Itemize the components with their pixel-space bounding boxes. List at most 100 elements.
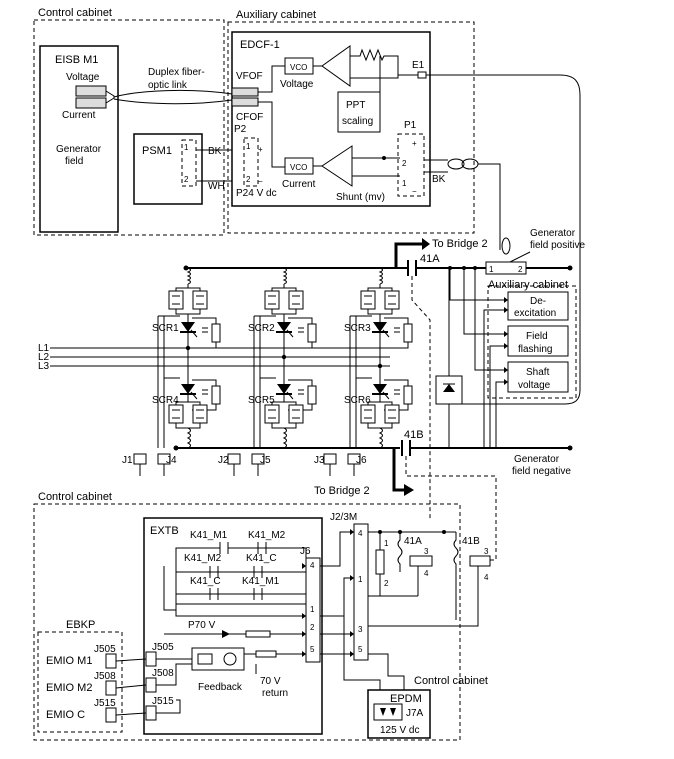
edcf-p2-plus: + <box>258 145 263 154</box>
contact-label-2: K41_M2 <box>248 530 286 541</box>
leg-1-fuse-a <box>168 290 184 310</box>
feedback-label: Feedback <box>198 682 243 693</box>
extb-jack-3: J515 <box>152 696 174 707</box>
neg-bus-end-dot <box>173 445 179 451</box>
vco-current-label: Current <box>282 179 316 190</box>
edcf-p2-pin1: 1 <box>246 142 251 151</box>
epdm-j7a-connector <box>373 703 403 721</box>
psm1-connector <box>181 139 197 187</box>
eisb-current-label: Current <box>62 110 96 121</box>
ebkp-title: EBKP <box>66 619 95 631</box>
j23m-pin1-arrow <box>350 575 354 581</box>
vco-current-title: VCO <box>290 163 307 172</box>
ebkp-row-1: EMIO M1 <box>46 655 92 667</box>
ac-line-l2-label: L2 <box>38 352 50 363</box>
scr-5-label: SCR5 <box>248 395 275 406</box>
leg-3-top-inductor <box>378 267 383 285</box>
coil-41b-winding <box>453 532 459 620</box>
leg-2-fuse-c <box>264 404 280 424</box>
crowbar-frame <box>435 375 463 405</box>
j6-pin2: 2 <box>310 623 315 632</box>
j23m-pin1: 1 <box>358 575 363 584</box>
leg-1-fuse-d <box>192 404 208 424</box>
leg-1-bottom-inductor <box>186 427 191 449</box>
shaft-arrow <box>504 367 508 373</box>
leg-1-snubber-top-resistor <box>211 323 221 343</box>
extb-title: EXTB <box>150 525 179 537</box>
field-positive-ct <box>501 237 511 255</box>
breaker-41a-label: 41A <box>420 253 440 265</box>
fiber-link-current <box>113 98 233 105</box>
ebkp-row-2: EMIO M2 <box>46 682 92 694</box>
gfp-leader <box>509 251 531 263</box>
leg-3-join-bottom <box>367 423 393 429</box>
j6-pin5: 5 <box>310 645 315 654</box>
leg-3-split-top <box>367 284 381 292</box>
contact-label-5: K41_C <box>190 576 221 587</box>
leg-1-fuse-b <box>192 290 208 310</box>
shunt-label: Shunt (mv) <box>336 192 385 203</box>
j515-wire <box>156 699 181 714</box>
leg-1-split-bottom <box>175 401 201 406</box>
flash-arrow-neg <box>504 343 508 349</box>
coil-41b-body <box>469 555 491 567</box>
coil-41a-winding <box>397 532 403 572</box>
ebkp-jack-3-connector <box>105 707 117 723</box>
j23m-connector <box>353 523 369 661</box>
leg-2-bottom-inductor <box>282 427 287 449</box>
coil-41b-pin3: 3 <box>484 547 489 556</box>
field-flashing-label-2: flashing <box>518 344 552 355</box>
epdm-title: EPDM <box>390 693 422 705</box>
j6-pin1-wire <box>320 577 354 617</box>
current-transducer-1 <box>447 158 465 170</box>
j6-pin4-arrow <box>302 563 306 569</box>
deex-arrow <box>504 297 508 303</box>
e1-to-field-wire <box>430 74 581 405</box>
auxiliary-cabinet-mid-border <box>487 285 577 399</box>
leg-2-top-inductor <box>282 267 287 285</box>
extb-jack-2-connector <box>145 677 157 693</box>
ebkp-row-3: EMIO C <box>46 709 85 721</box>
j23m-pin5: 5 <box>358 645 363 654</box>
ladder-left-feed <box>163 566 176 611</box>
leg-1-join-bottom <box>175 423 201 429</box>
scr-6-thyristor <box>373 384 387 394</box>
shaft-feed-neg <box>495 381 504 448</box>
ppt-scaling-box <box>337 91 381 133</box>
eisb-fiber-connector-current <box>75 97 107 109</box>
bridge-jack-label-3: J2 <box>218 455 229 466</box>
field-flashing-box <box>507 325 569 357</box>
edcf-vfof-label: VFOF <box>236 71 263 82</box>
psm1-pin2: 2 <box>184 175 189 184</box>
bridge-jack-label-1: J1 <box>122 455 133 466</box>
scr-2-gate <box>286 329 294 338</box>
breaker-41b-label: 41B <box>404 429 424 441</box>
scr-6-gate <box>382 391 390 400</box>
p1-bk-label: BK <box>432 174 446 185</box>
bridge-jack-3 <box>227 453 241 465</box>
field-flashing-label-1: Field <box>526 331 548 342</box>
leg-1-top-inductor <box>186 267 191 285</box>
to-bridge2-top-arrow <box>422 238 430 250</box>
control-cabinet-bottom-border <box>33 503 461 741</box>
terminal-pin-2: 2 <box>518 265 523 274</box>
coil-41b-return <box>368 620 479 627</box>
j23m-pin3: 3 <box>358 625 363 634</box>
epdm-pin-arrow-1 <box>380 708 386 716</box>
coil-dot <box>442 530 446 534</box>
j6-to-epdm-wire <box>343 616 381 690</box>
cable-j515 <box>115 712 147 716</box>
leg-3-fuse-b <box>384 290 400 310</box>
coil-41b-pin4: 4 <box>484 573 489 582</box>
leg-2-split-top <box>271 284 285 292</box>
shaft-voltage-box <box>507 361 569 393</box>
ebkp-border <box>37 631 123 733</box>
psm1-pin1: 1 <box>184 143 189 152</box>
extb-rung-to-j6-1 <box>175 604 306 617</box>
bus-end-dot-right <box>567 265 573 271</box>
p1-pin1: 1 <box>402 179 407 188</box>
eisb-m1-module <box>39 45 119 233</box>
leg-3-fuse-d <box>384 404 400 424</box>
scr-5-thyristor <box>277 384 291 394</box>
scr-1-thyristor <box>181 322 195 332</box>
